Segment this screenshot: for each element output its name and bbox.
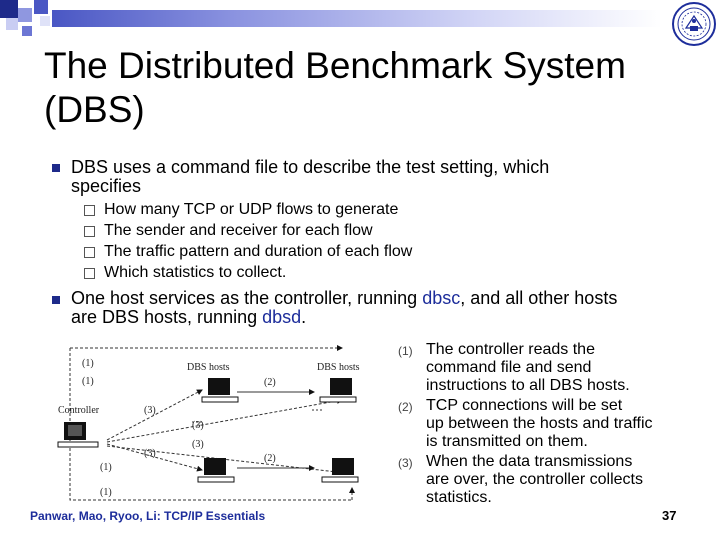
dbsc-term: dbsc: [422, 288, 461, 308]
mark-3: (3): [144, 448, 156, 459]
title-line-1: The Distributed Benchmark System: [44, 45, 626, 86]
dbs-host-computer-icon: [319, 378, 357, 403]
dbsd-term: dbsd: [262, 307, 302, 327]
step-number: (1): [398, 344, 413, 358]
mark-2: (2): [264, 377, 276, 388]
dbs-host-computer-icon: [321, 458, 359, 483]
bullet-2-line-1: One host services as the controller, run…: [71, 288, 618, 308]
slide-title: The Distributed Benchmark System (DBS): [44, 44, 674, 132]
mark-1: (1): [100, 462, 112, 473]
dbs-host-computer-icon: [197, 458, 235, 483]
bullet-2-line-2: are DBS hosts, running dbsd.: [71, 307, 307, 327]
checkbox-bullet-icon: [84, 205, 95, 216]
mark-3: (3): [192, 439, 204, 450]
mark-1: (1): [82, 376, 94, 387]
sub-item: Which statistics to collect.: [104, 264, 287, 281]
dbs-architecture-diagram: DBS hosts DBS hosts Controller (1) (1) (…: [57, 345, 360, 501]
checkbox-bullet-icon: [84, 268, 95, 279]
mark-1: (1): [82, 358, 94, 369]
mark-2: (2): [264, 453, 276, 464]
controller-computer-icon: [57, 422, 99, 448]
bullet-1-line-2: specifies: [71, 176, 142, 196]
footer-citation: Panwar, Mao, Ryoo, Li: TCP/IP Essentials: [30, 509, 266, 523]
page-number: 37: [662, 508, 677, 523]
label-controller: Controller: [58, 405, 100, 416]
sub-item: The sender and receiver for each flow: [104, 222, 373, 239]
label-dbs-hosts-left: DBS hosts: [187, 362, 230, 373]
step-number: (2): [398, 400, 413, 414]
bullet-square-icon: [52, 164, 60, 172]
bullet-1-text: DBS uses a command file to describe the …: [71, 158, 691, 196]
dbs-host-computer-icon: [201, 378, 239, 403]
title-bar-gradient: [52, 10, 662, 27]
checkbox-bullet-icon: [84, 247, 95, 258]
sub-item: How many TCP or UDP flows to generate: [104, 201, 399, 218]
bullet-2-text: One host services as the controller, run…: [71, 289, 701, 327]
bullet-square-icon: [52, 296, 60, 304]
label-dbs-hosts-right: DBS hosts: [317, 362, 360, 373]
mark-3: (3): [144, 405, 156, 416]
university-seal-logo: [672, 2, 716, 46]
mark-1: (1): [100, 487, 112, 498]
bullet-1-line-1: DBS uses a command file to describe the …: [71, 157, 550, 177]
sub-item: The traffic pattern and duration of each…: [104, 243, 413, 260]
checkbox-bullet-icon: [84, 226, 95, 237]
title-line-2: (DBS): [44, 89, 145, 130]
mark-3: (3): [192, 420, 204, 431]
step-number: (3): [398, 456, 413, 470]
